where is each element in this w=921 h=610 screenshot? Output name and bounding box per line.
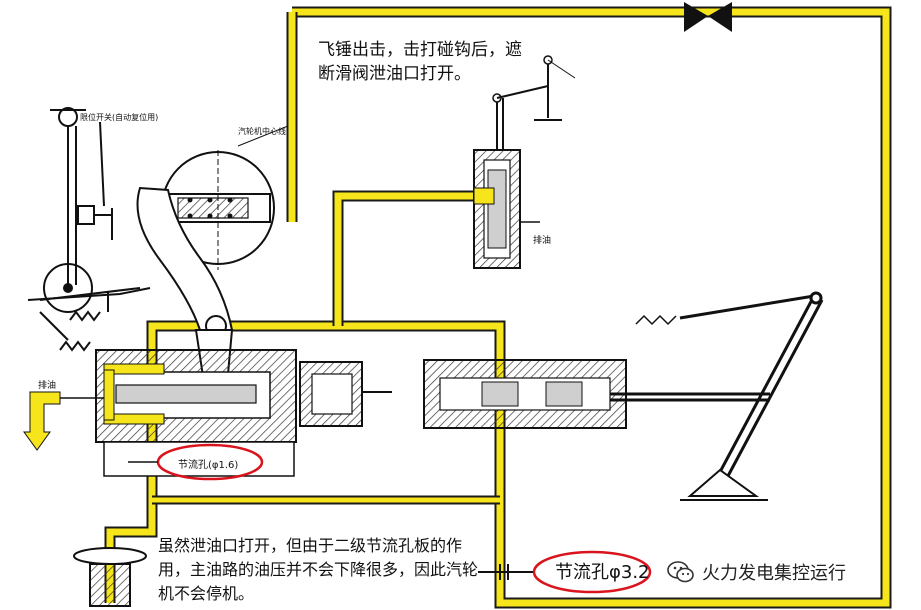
- wechat-icon: [667, 561, 694, 583]
- watermark: 火力发电集控运行: [666, 557, 846, 587]
- valve-symbol: [684, 2, 732, 32]
- turbine-centerline-label: 汽轮机中心线: [238, 127, 286, 136]
- right-linkage: [635, 291, 824, 501]
- bottom-left-piston: [73, 547, 147, 607]
- drain-label-right: 排油: [533, 236, 552, 246]
- blocking-slide-valve: [473, 55, 576, 269]
- emergency-governor-slide-valve: [95, 349, 392, 477]
- drain-label-left: 排油: [38, 381, 57, 391]
- orifice-highlight: [532, 550, 652, 594]
- top-note: 飞锤出击，击打碰钩后，遮断滑阀泄油口打开。: [318, 40, 522, 84]
- orifice-label: 节流孔φ3.2: [555, 562, 650, 583]
- oil-line-main-loop: [104, 6, 892, 609]
- bottom-note: 虽然泄油口打开，但由于二级节流孔板的作用，主油路的油压并不会下降很多，因此汽轮机…: [158, 536, 479, 603]
- drain-arrow-left: [23, 391, 104, 451]
- orifice-symbol: [478, 564, 534, 580]
- watermark-text: 火力发电集控运行: [702, 563, 846, 584]
- small-orifice-label: 节流孔(φ1.6): [178, 460, 239, 471]
- limit-switch-label: 限位开关(自动复位用): [80, 113, 159, 122]
- right-piston-valve: [423, 359, 770, 429]
- limit-switch-mechanism: [27, 107, 151, 352]
